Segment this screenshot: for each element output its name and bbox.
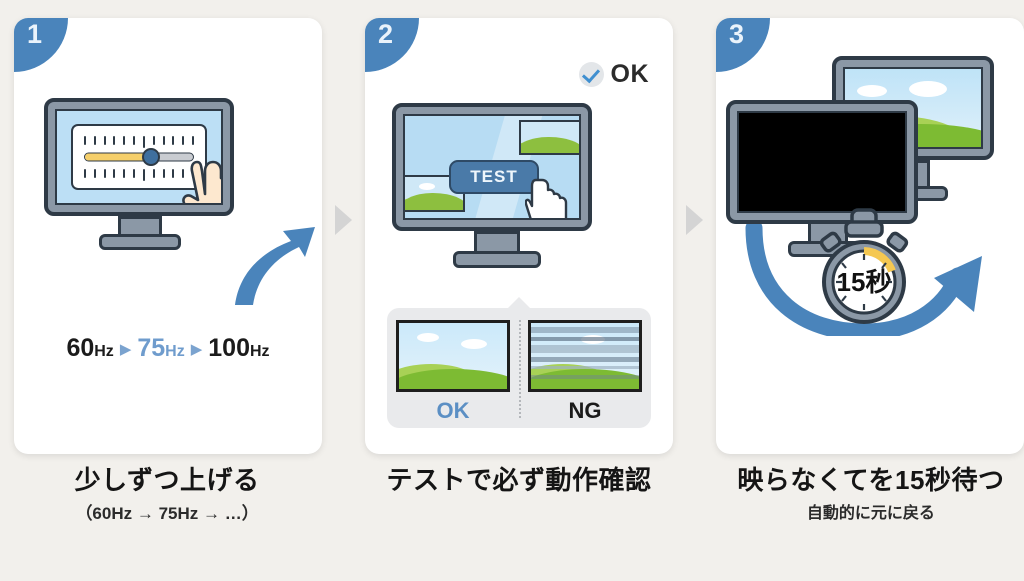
ok-ng-comparison: OK NG xyxy=(387,297,651,428)
caption-step-1: 少しずつ上げる （60Hz → 75Hz → …） xyxy=(14,465,320,524)
step-column-1: 1 xyxy=(14,18,322,454)
circular-revert-arrow-icon xyxy=(745,219,982,336)
refresh-rate-slider[interactable] xyxy=(84,136,194,181)
comparison-notch xyxy=(508,297,530,308)
pointing-hand-cursor-icon xyxy=(525,178,568,218)
step-number-badge-3: 3 xyxy=(716,18,770,72)
caption-step-2: テストで必ず動作確認 xyxy=(366,465,672,524)
step-card-3: 3 xyxy=(716,18,1024,454)
caption-sub-1: （60Hz → 75Hz → …） xyxy=(75,504,259,524)
caption-spacer-2 xyxy=(672,466,718,524)
play-triangle-icon xyxy=(335,205,352,235)
step-column-3: 3 xyxy=(716,18,1024,454)
hz-value-1: 60Hz xyxy=(66,334,114,362)
slider-ticks-top xyxy=(84,136,194,148)
check-circle-icon xyxy=(578,62,604,87)
test-button[interactable]: TEST xyxy=(449,160,539,194)
pointing-hand-icon xyxy=(182,160,221,203)
caption-sub-3: 自動的に元に戻る xyxy=(806,505,935,523)
hz-value-2: 75Hz xyxy=(137,334,185,362)
play-triangle-icon xyxy=(686,205,703,235)
step-card-1: 1 xyxy=(14,18,322,454)
status-badge-label: OK xyxy=(610,60,649,88)
hz-sequence: 60Hz ▶ 75Hz ▶ 100Hz xyxy=(14,334,322,363)
slider-knob[interactable] xyxy=(142,148,161,166)
monitor-icon-step2: TEST xyxy=(392,103,592,231)
comparison-ok: OK xyxy=(387,320,519,424)
comparison-ng: NG xyxy=(519,320,651,424)
window-thumbnail-top-right xyxy=(519,120,579,155)
step-column-2: 2 OK xyxy=(365,18,673,454)
glitched-image-preview xyxy=(528,320,642,392)
stopwatch-icon: 15秒 xyxy=(819,208,909,324)
step-separator-1 xyxy=(322,0,365,440)
caption-step-3: 映らなくてを15秒待つ 自動的に元に戻る xyxy=(718,465,1024,524)
comparison-ng-label: NG xyxy=(568,398,602,423)
comparison-ok-label: OK xyxy=(436,398,470,423)
settings-panel xyxy=(71,124,221,203)
stopwatch-label: 15秒 xyxy=(837,267,892,297)
curved-up-arrow-icon xyxy=(235,227,315,305)
captions-row: 少しずつ上げる （60Hz → 75Hz → …） テストで必ず動作確認 映らな… xyxy=(0,465,1024,524)
hz-value-3: 100Hz xyxy=(208,334,270,362)
step-card-2: 2 OK xyxy=(365,18,673,454)
monitor-icon-step1 xyxy=(44,98,234,216)
caption-spacer-1 xyxy=(320,466,366,524)
monitor-icon-black-screen xyxy=(726,100,918,224)
caption-title-3: 映らなくてを15秒待つ xyxy=(737,465,1005,495)
slider-fill xyxy=(85,153,154,161)
caption-title-2: テストで必ず動作確認 xyxy=(386,465,652,495)
slider-ticks-bottom xyxy=(84,169,194,181)
status-badge-ok: OK xyxy=(578,60,650,89)
step-separator-2 xyxy=(673,0,716,440)
clean-image-preview xyxy=(396,320,510,392)
comparison-divider xyxy=(519,320,521,418)
step-number-badge-1: 1 xyxy=(14,18,68,72)
slider-track[interactable] xyxy=(84,152,194,162)
monitor-stand-base xyxy=(99,234,181,250)
step-number-badge-2: 2 xyxy=(365,18,419,72)
hz-arrow-1: ▶ xyxy=(119,341,132,358)
hz-arrow-2: ▶ xyxy=(190,341,203,358)
monitor-stand-base xyxy=(453,251,541,268)
caption-title-1: 少しずつ上げる xyxy=(74,465,260,495)
